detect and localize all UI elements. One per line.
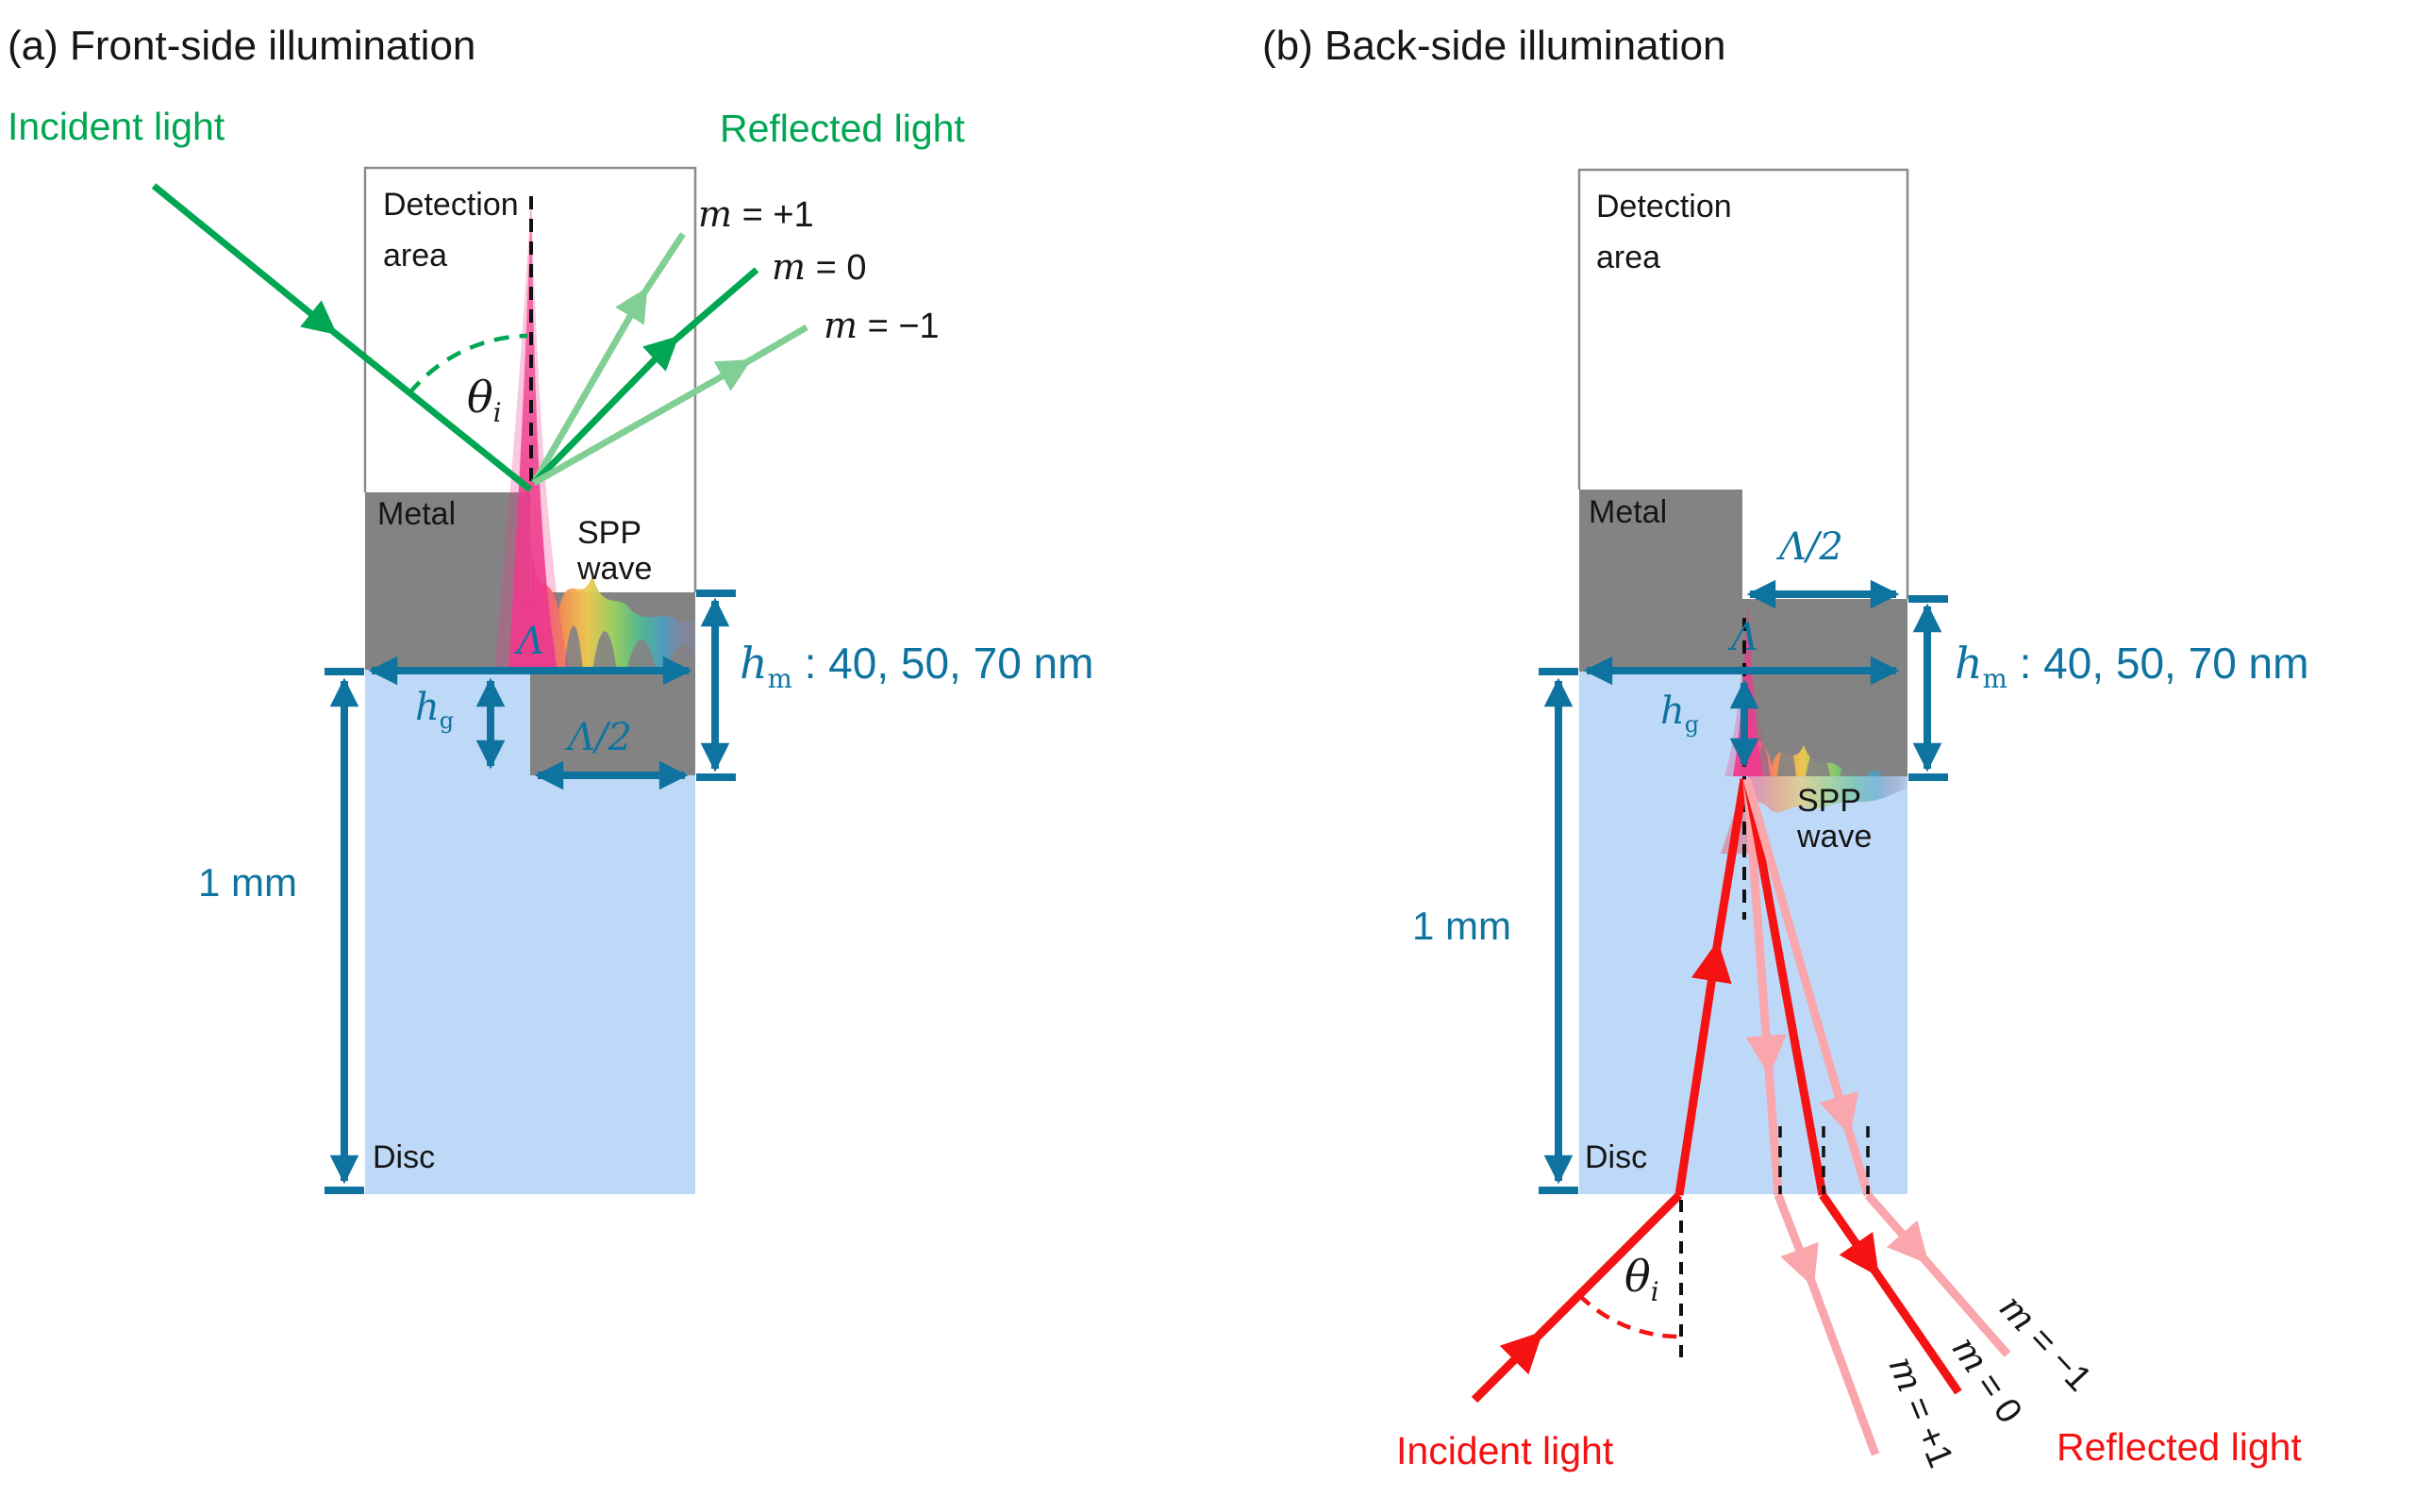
panel-a-title: (a) Front-side illumination bbox=[8, 23, 476, 69]
order-minus1-label-a: m = −1 bbox=[824, 305, 940, 346]
incident-ray-a bbox=[151, 183, 533, 492]
reflected-minus1-in-disc-b bbox=[1742, 777, 1873, 1197]
detection-area-box-b bbox=[1577, 168, 1909, 599]
incident-ray-in-disc-b bbox=[1674, 778, 1749, 1196]
reflected-light-label-b: Reflected light bbox=[2057, 1425, 2302, 1469]
panel-a-structure bbox=[363, 166, 697, 1194]
pitch-label-a: Λ bbox=[517, 620, 544, 663]
disc-thickness-label-a: 1 mm bbox=[198, 860, 297, 905]
theta-i-label-b: θi bbox=[1624, 1251, 1659, 1308]
reflected-zero-lower-b bbox=[1819, 1192, 1962, 1395]
metal-thickness-label-a: hm : 40, 50, 70 nm bbox=[740, 638, 1094, 695]
incident-light-label-a: Incident light bbox=[8, 105, 225, 148]
panel-a-rays bbox=[151, 183, 808, 492]
order-plus1-label-a: m = +1 bbox=[698, 193, 814, 235]
panel-b-rays bbox=[1471, 777, 2011, 1456]
theta-i-label-a: θi bbox=[467, 372, 502, 429]
groove-depth-label-a: hg bbox=[415, 686, 455, 734]
metal-label-a: Metal bbox=[377, 496, 457, 532]
metal-land-a bbox=[365, 492, 530, 670]
reflected-zero-in-disc-b bbox=[1742, 778, 1827, 1196]
half-pitch-label-b: Λ/2 bbox=[1779, 525, 1843, 569]
disc-label-b: Disc bbox=[1585, 1139, 1648, 1175]
metal-label-b: Metal bbox=[1589, 494, 1668, 530]
pitch-label-b: Λ bbox=[1731, 616, 1758, 659]
spp-field-tail-b bbox=[1748, 776, 1907, 813]
order-zero-label-a: m = 0 bbox=[772, 246, 867, 288]
incidence-angle-arc-b bbox=[1577, 1293, 1680, 1339]
reflected-ray-plus1-a bbox=[530, 232, 686, 485]
incident-ray-lower-b bbox=[1471, 1191, 1683, 1404]
reflected-ray-zero-a bbox=[531, 267, 759, 486]
half-pitch-label-a: Λ/2 bbox=[568, 716, 632, 759]
panel-b-dimensions bbox=[1539, 579, 1948, 1194]
reflected-minus1-lower-b bbox=[1864, 1192, 2011, 1357]
reflected-plus1-in-disc-b bbox=[1742, 778, 1787, 1196]
reflected-plus1-lower-b bbox=[1774, 1193, 1880, 1456]
panel-b-title: (b) Back-side illumination bbox=[1262, 23, 1726, 69]
spp-corrugation-b bbox=[1757, 739, 1907, 776]
disc-thickness-label-b: 1 mm bbox=[1412, 904, 1511, 948]
groove-depth-label-b: hg bbox=[1660, 690, 1700, 738]
metal-groove-b bbox=[1742, 599, 1907, 776]
reflected-ray-minus1-a bbox=[532, 324, 808, 487]
detection-area-box-a bbox=[363, 166, 697, 592]
reflected-light-label-a: Reflected light bbox=[720, 107, 965, 150]
metal-thickness-label-b: hm : 40, 50, 70 nm bbox=[1955, 638, 2309, 695]
incident-light-label-b: Incident light bbox=[1396, 1429, 1614, 1472]
panel-a-dimensions bbox=[325, 590, 736, 1194]
metal-land-b bbox=[1579, 490, 1742, 672]
disc-label-a: Disc bbox=[373, 1139, 436, 1175]
panel-b-structure bbox=[1577, 168, 1909, 1194]
